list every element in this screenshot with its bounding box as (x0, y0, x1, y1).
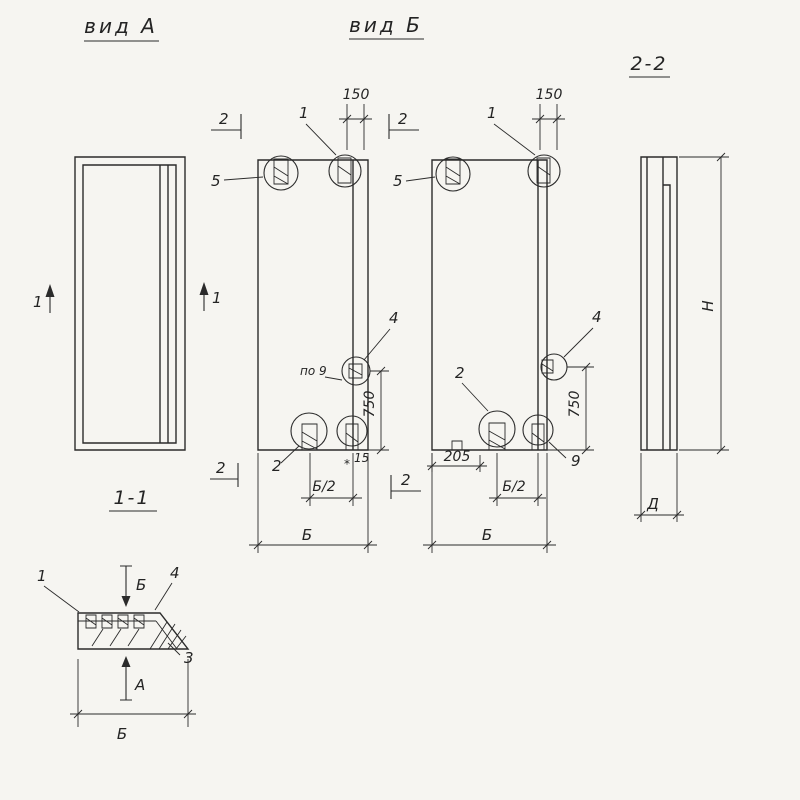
panel1-detail-circle-top-right (328, 154, 362, 188)
dim-750-panel1: 750 (362, 391, 378, 418)
callout-1-panel2: 1 (487, 104, 497, 122)
panel1-outline (257, 159, 369, 451)
callout-5-panel2: 5 (393, 172, 403, 190)
note-po-9: по 9 (300, 364, 327, 378)
section-1-1-dim-width-lines (70, 659, 196, 727)
title-section-1-1: 1-1 (113, 487, 150, 509)
view-arrow-a-line (120, 662, 132, 701)
section-1-cut-marks (49, 287, 205, 313)
panel2-detail-circle-bottom-left (478, 410, 516, 448)
section-1-1-anchor-details (85, 614, 145, 629)
panel1-detail-circle-bottom-left (290, 412, 328, 450)
panel1-anchor-details (273, 157, 363, 451)
panel2-detail-circle-middle (540, 353, 568, 381)
section-2-2-dim-height-lines (679, 152, 729, 455)
panel1-detail-circle-top-left (263, 155, 299, 191)
section-1-1: 1 4 3 Б А Б (37, 564, 196, 743)
panel2-dim-width-lines (423, 453, 556, 553)
dim-750-panel2: 750 (567, 391, 583, 418)
panel2-dim-150-lines (532, 104, 565, 150)
dim-width-panel2: Б (482, 526, 492, 544)
view-arrow-b-label: Б (136, 576, 146, 594)
dim-205-panel2: 205 (444, 449, 471, 465)
panel2-leader-lines (405, 123, 594, 459)
callout-2-panel1: 2 (272, 457, 282, 475)
view-arrow-b-line (120, 565, 132, 600)
section-mark-1-left: 1 (33, 293, 43, 311)
callout-2-panel2: 2 (455, 364, 465, 382)
panel2-detail-circle-bottom-right (522, 414, 554, 446)
title-underlines (84, 38, 670, 512)
section-1-1-leader-lines (43, 582, 181, 656)
dim-150-panel2: 150 (536, 87, 563, 103)
panel1-detail-circle-middle (341, 356, 371, 386)
panel1-dim-width-lines (249, 453, 377, 553)
section-mark-2-top-left: 2 (219, 110, 229, 128)
section-2-cut-marks (210, 114, 421, 499)
dim-half-width-panel1: Б/2 (312, 479, 335, 495)
title-view-a: вид А (84, 14, 158, 38)
view-a: 1 1 (33, 156, 222, 451)
dim-width-section: Б (117, 725, 127, 743)
callout-1-section: 1 (37, 567, 47, 585)
callout-9-panel2: 9 (571, 452, 581, 470)
dim-half-width-panel2: Б/2 (502, 479, 525, 495)
section-2-2-dim-thickness-lines (634, 453, 684, 522)
section-1-1-outline (77, 612, 190, 650)
title-section-2-2: 2-2 (630, 53, 667, 75)
dim-15-panel1: 15 (354, 451, 369, 465)
panel2-detail-circle-top-left (435, 156, 471, 192)
panel2-dim-750-lines (547, 362, 594, 455)
drawing-titles: вид А вид Б 2-2 1-1 (84, 13, 670, 512)
dim-width-panel1: Б (302, 526, 312, 544)
panel1-dim-750-lines (368, 366, 389, 455)
section-1-cut-arrows (45, 282, 209, 297)
dim-thickness-d: Д (646, 495, 659, 513)
callout-5-panel1: 5 (211, 172, 221, 190)
view-b-panel-1: 5 1 150 2 2 2 2 4 по 9 750 * 15 2 Б/2 Б (210, 87, 421, 553)
title-view-b: вид Б (349, 13, 423, 37)
panel1-detail-circle-bottom-right (336, 415, 368, 447)
callout-4-section: 4 (170, 564, 180, 582)
section-mark-2-top-right: 2 (398, 110, 408, 128)
section-mark-2-bottom-left: 2 (216, 459, 226, 477)
panel2-anchor-details (445, 157, 554, 451)
view-arrow-a-head (121, 656, 131, 667)
section-mark-1-right: 1 (212, 289, 222, 307)
panel2-detail-circle-top-right (527, 154, 561, 188)
section-1-1-hatching (91, 621, 187, 650)
view-arrow-a-label: А (134, 676, 145, 694)
panel1-leader-lines (223, 123, 391, 464)
panel2-outline (431, 159, 548, 451)
section-2-2-outline (640, 156, 678, 451)
view-b-panel-2: 5 1 150 4 2 9 205 750 Б/2 Б (393, 87, 602, 553)
dim-150-panel1: 150 (343, 87, 370, 103)
callout-4-panel2: 4 (592, 308, 602, 326)
panel2-dim-half-width-lines (489, 453, 546, 506)
callout-1-panel1: 1 (299, 104, 309, 122)
section-2-2: Н Д (634, 152, 729, 522)
panel1-dim-half-width-lines (301, 453, 362, 506)
view-arrow-b-head (121, 596, 131, 607)
callout-4-panel1: 4 (389, 309, 399, 327)
view-a-outline (74, 156, 186, 451)
panel1-dim-150-lines (339, 104, 372, 150)
section-mark-2-bottom-right: 2 (401, 471, 411, 489)
dim-height-h: Н (699, 300, 717, 311)
dim-ref-star-panel1: * (344, 457, 350, 471)
callout-3-section: 3 (184, 649, 194, 667)
